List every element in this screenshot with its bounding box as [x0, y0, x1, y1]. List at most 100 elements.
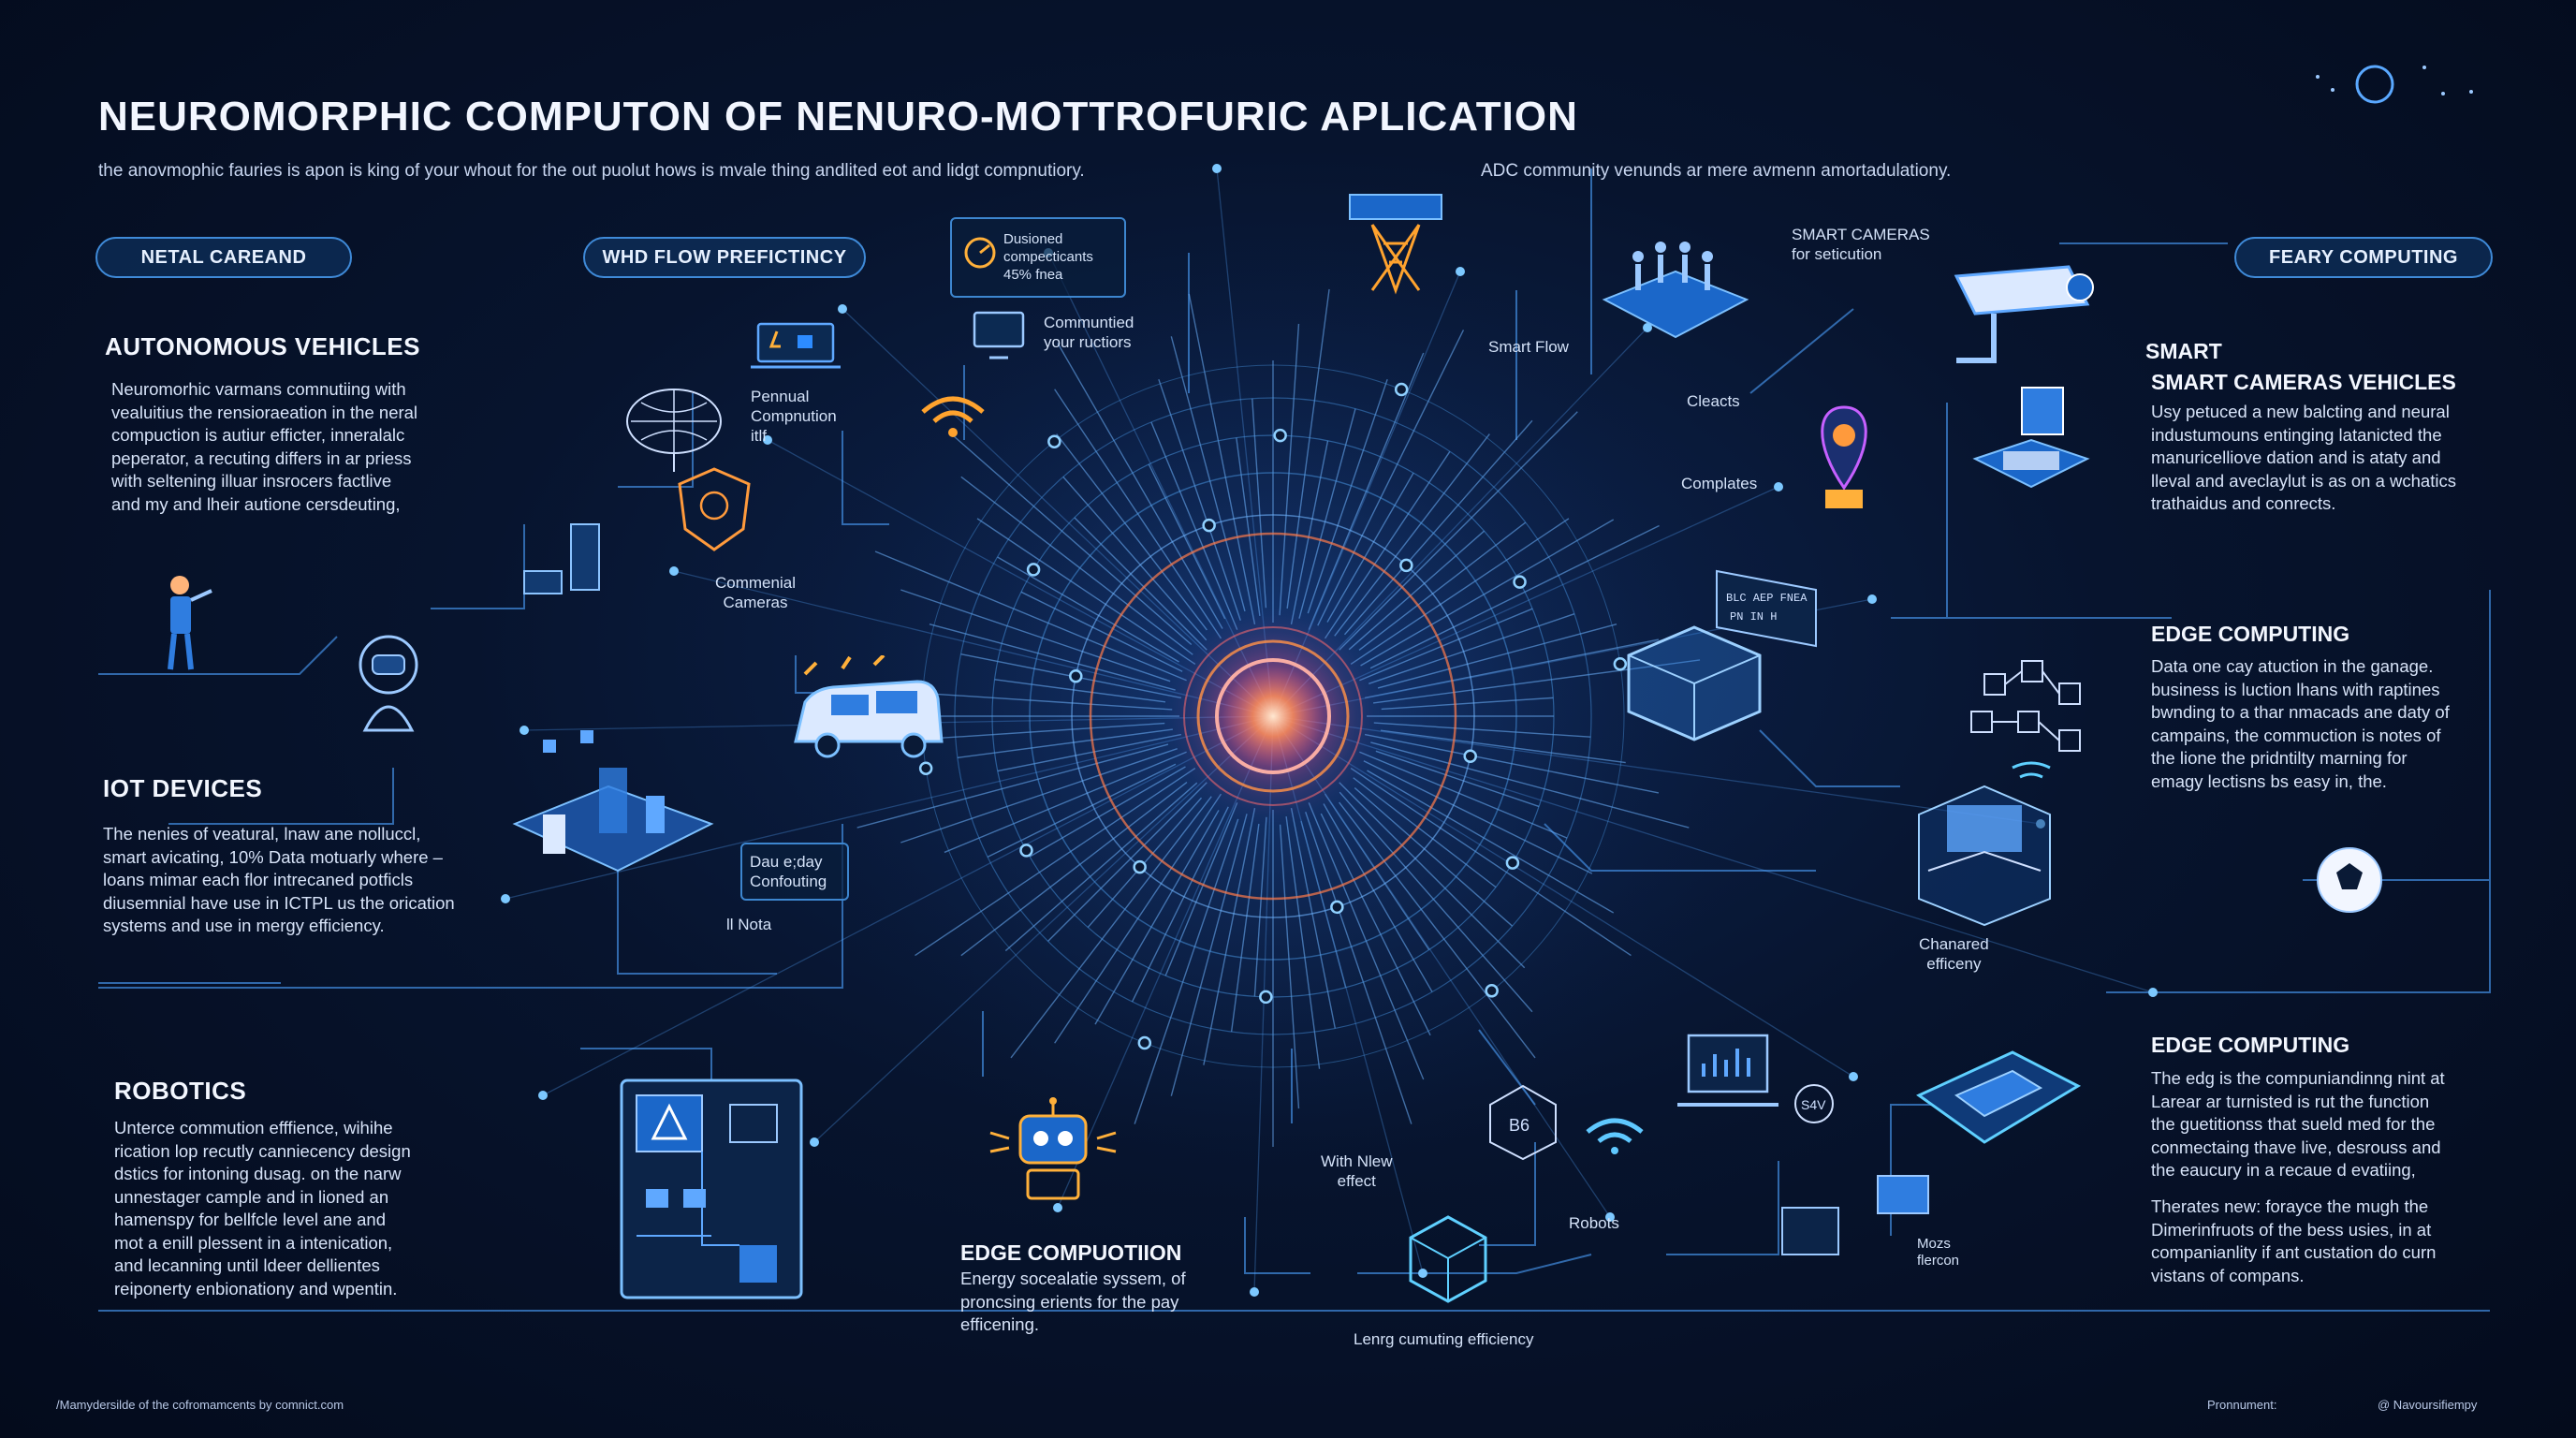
brain-icon: [626, 389, 722, 472]
label-smart-flow: Smart Flow: [1488, 338, 1569, 356]
ray: [1350, 518, 1570, 666]
ray: [1368, 613, 1575, 684]
cube-icon: [1409, 1215, 1487, 1303]
heading-autonomous-vehicles: AUTONOMOUS VEHICLES: [105, 332, 420, 360]
soccer-ball-icon: [2317, 847, 2382, 913]
iot-platform-icon: [512, 730, 714, 873]
node-dot: [1053, 1203, 1062, 1212]
laptop-icon: [751, 322, 841, 369]
connector-trace: [1759, 729, 1900, 787]
ray: [856, 743, 1169, 829]
heading-iot-devices: IOT DEVICES: [103, 774, 263, 802]
ray: [1339, 411, 1578, 651]
ray: [1339, 801, 1536, 1059]
ray: [987, 763, 1177, 858]
ray: [994, 679, 1166, 703]
spoke: [542, 715, 1274, 1096]
node-dot: [538, 1091, 548, 1100]
ray: [1298, 408, 1356, 619]
ray: [1339, 791, 1533, 1013]
ray: [1279, 824, 1300, 1109]
ray: [1350, 767, 1632, 957]
ray: [1367, 770, 1615, 914]
node-dot: [838, 304, 847, 314]
decor-stars-icon: [2316, 65, 2473, 104]
connector-trace: [168, 768, 394, 825]
robot-icon: [989, 1097, 1117, 1200]
pill-netal-careand[interactable]: NETAL CAREAND: [95, 237, 352, 278]
ray: [1353, 777, 1497, 888]
shield-chip-icon: [678, 467, 751, 551]
ring-node: [1026, 563, 1041, 577]
s4v-text: S4V: [1801, 1097, 1826, 1112]
label-robots: Robots: [1569, 1214, 1619, 1232]
ring-node: [1069, 669, 1083, 683]
ray: [948, 432, 1193, 646]
connector-trace: [1544, 823, 1816, 872]
ray: [960, 782, 1188, 957]
ray: [917, 722, 1165, 741]
ray: [900, 748, 1178, 844]
node-dot: [763, 435, 772, 445]
footer-handle: @ Navoursifiempy: [2378, 1398, 2478, 1412]
pill-whd-flow[interactable]: WHD FLOW PREFICTINCY: [583, 237, 866, 278]
ring-node: [1133, 859, 1147, 874]
ray: [1094, 810, 1220, 1025]
subtitle-left: the anovmophic fauries is apon is king o…: [98, 161, 1085, 181]
computer-terminal-icon: [1972, 387, 2090, 489]
label-leng-efficiency: Lenrg cumuting efficiency: [1354, 1330, 1534, 1348]
connector-trace: [1749, 308, 1854, 394]
ray: [1253, 816, 1267, 997]
ray: [1010, 796, 1212, 1059]
vehicle-icon: [794, 655, 944, 758]
sign-text-line-2: PN IN H: [1730, 610, 1777, 624]
ray: [1323, 803, 1433, 992]
pill-feary-computing[interactable]: FEARY COMPUTING: [2234, 237, 2493, 278]
connector-trace: [842, 431, 889, 525]
ring-node: [1047, 434, 1061, 448]
ring-4: [1071, 514, 1475, 918]
connector-trace: [1666, 1161, 1779, 1255]
ray: [874, 550, 1187, 682]
connector-trace: [618, 393, 694, 488]
ray: [1148, 463, 1226, 620]
ray: [1326, 472, 1414, 623]
ray: [1285, 815, 1321, 1069]
node-dot: [1250, 1287, 1259, 1297]
processor-cube-icon: [1918, 761, 2051, 927]
ring-6: [991, 434, 1555, 998]
heading-edge-compuotiion: EDGE COMPUOTIION: [960, 1240, 1182, 1265]
ray: [1363, 760, 1593, 874]
ring-node: [1273, 428, 1287, 443]
subtitle-right: ADC community venunds ar mere avmenn amo…: [1481, 161, 1952, 181]
connector-trace: [2106, 590, 2491, 993]
ring-node: [1202, 518, 1216, 533]
ray: [957, 728, 1174, 759]
laptop-chart-icon: [1677, 1034, 1778, 1107]
ray: [1320, 813, 1431, 1036]
ray: [1324, 793, 1430, 950]
ray: [1377, 623, 1617, 689]
ray: [1074, 517, 1208, 651]
ring-node: [1259, 990, 1273, 1005]
ray: [1188, 293, 1256, 625]
ring-node: [918, 761, 933, 775]
location-pin-icon: [1821, 405, 1867, 508]
label-il-nota: ll Nota: [726, 916, 772, 933]
ray: [1158, 378, 1241, 621]
spoke: [1272, 715, 2154, 993]
sign-panel-icon: BLC AEP FNEA PN IN H: [1716, 569, 1817, 648]
spoke: [1272, 715, 1854, 1078]
node-dot: [1212, 164, 1222, 173]
ray: [1170, 336, 1246, 612]
node-dot: [1418, 1269, 1427, 1278]
spoke: [505, 715, 1274, 900]
node-dot: [520, 726, 529, 735]
